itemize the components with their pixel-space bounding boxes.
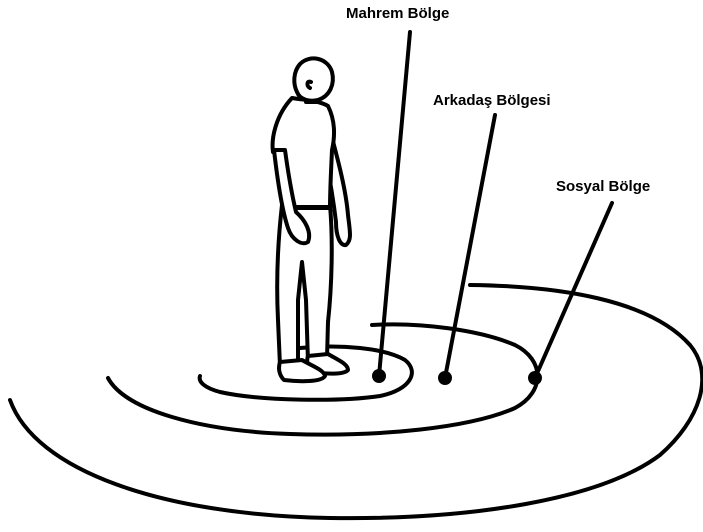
friend-zone-pointer	[445, 115, 495, 378]
friend-zone-label: Arkadaş Bölgesi	[433, 92, 551, 109]
intimate-zone-dot	[372, 369, 386, 383]
social-zone-arc	[10, 285, 702, 518]
social-zone-dot	[528, 371, 542, 385]
social-zone-label: Sosyal Bölge	[556, 178, 650, 195]
friend-zone-dot	[438, 371, 452, 385]
person-figure	[273, 58, 350, 381]
intimate-zone-label: Mahrem Bölge	[346, 5, 449, 22]
person-head	[294, 58, 333, 100]
